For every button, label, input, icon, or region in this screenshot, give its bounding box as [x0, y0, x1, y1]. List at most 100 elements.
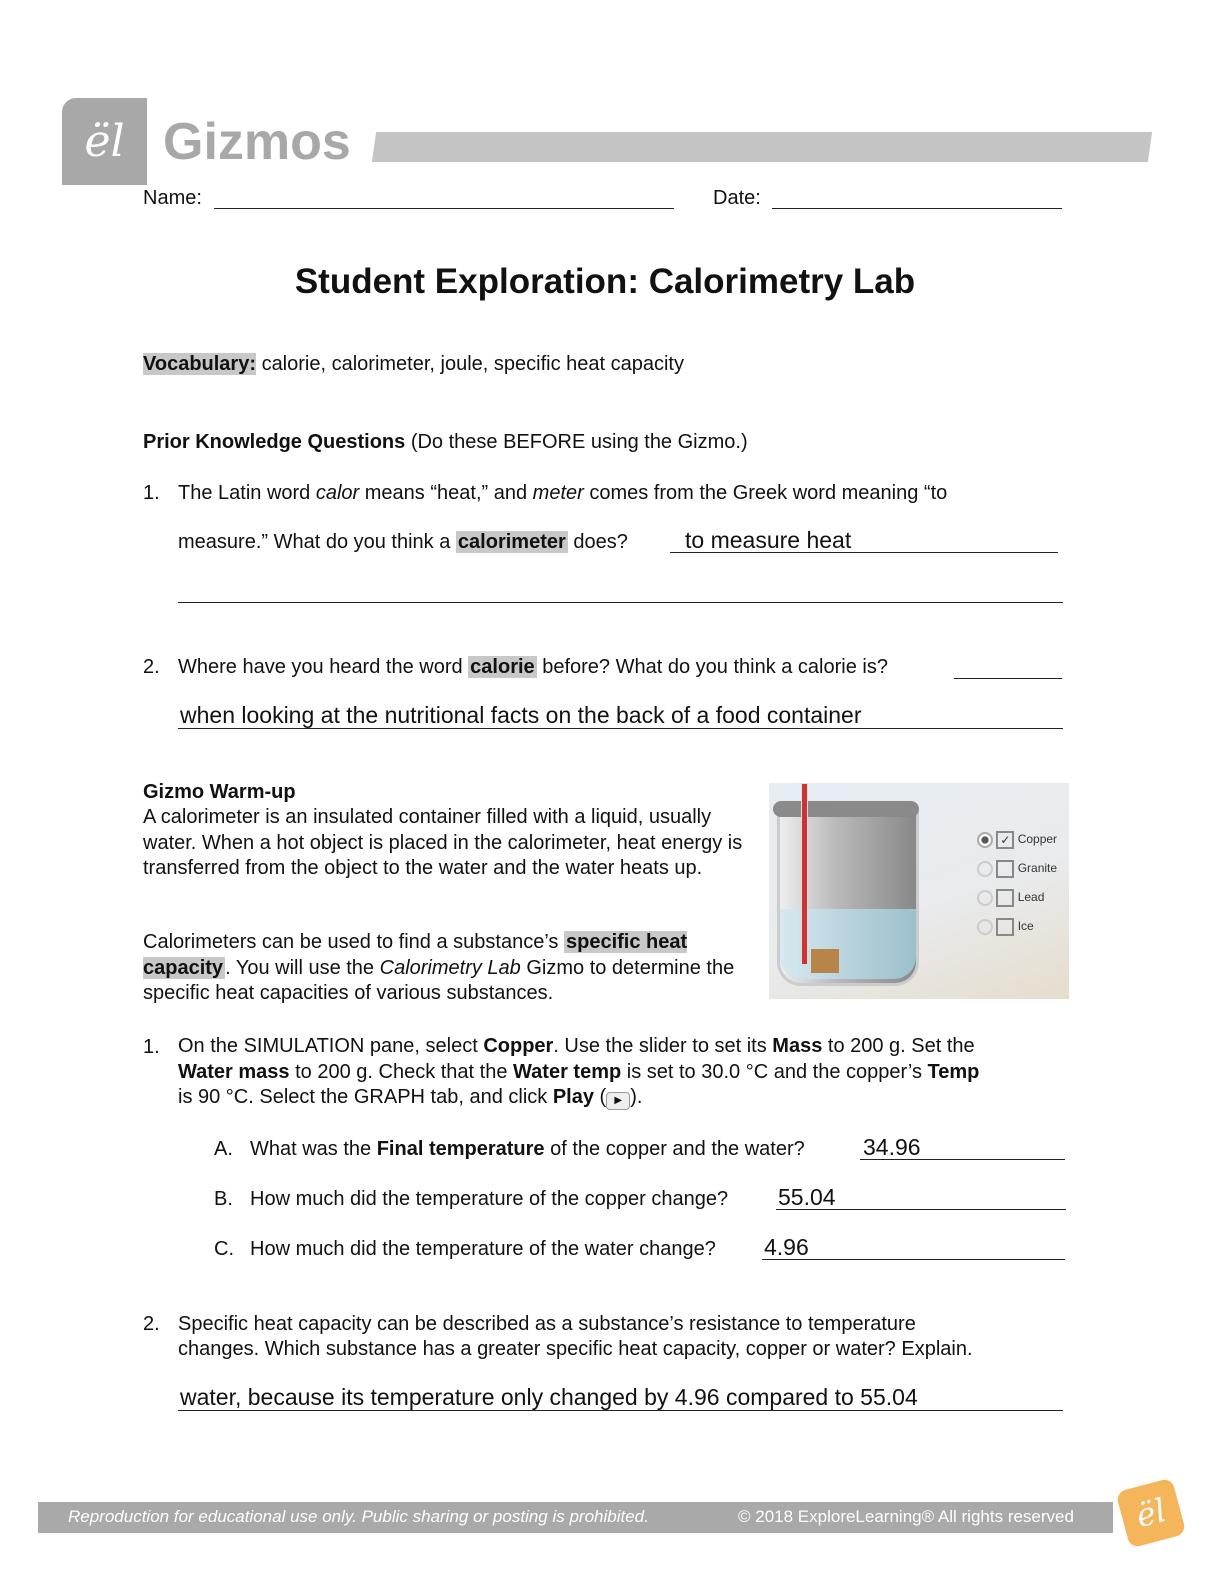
vocabulary-label: Vocabulary: — [143, 353, 256, 375]
text: of the copper and the water? — [544, 1138, 805, 1160]
q2-text-line2: changes. Which substance has a greater s… — [178, 1338, 973, 1360]
text: measure.” What do you think a — [178, 531, 456, 553]
text: Copper — [483, 1035, 554, 1057]
prior-q1-line2: measure.” What do you think a calorimete… — [178, 531, 628, 554]
answer-field-extra[interactable] — [178, 602, 1063, 603]
text: Where have you heard the word — [178, 656, 469, 678]
text: ( — [593, 1086, 607, 1108]
answer-field[interactable] — [776, 1209, 1066, 1210]
text: Calorimetry Lab — [379, 956, 521, 979]
gizmos-logo-tile: ël — [62, 98, 147, 185]
text: Calorimeters can be used to find a subst… — [143, 931, 564, 953]
warmup-paragraph-1: A calorimeter is an insulated container … — [143, 806, 743, 879]
part-letter: A. — [214, 1138, 233, 1160]
text: . You will use the — [225, 956, 380, 979]
section-note: (Do these BEFORE using the Gizmo.) — [410, 431, 748, 453]
part-letter: B. — [214, 1188, 233, 1210]
text: meter — [532, 482, 584, 504]
text: before? What do you think a calorie is? — [536, 656, 888, 678]
warmup-heading: Gizmo Warm-up — [143, 781, 296, 803]
calorimeter-simulation-image: ✓ Copper Granite Lead Ice — [769, 783, 1069, 999]
radio-icon[interactable] — [977, 918, 993, 935]
option-label: Ice — [1017, 919, 1034, 933]
question-number: 2. — [143, 656, 160, 678]
checkbox-icon[interactable] — [996, 888, 1015, 907]
text: means “heat,” and — [359, 482, 533, 504]
checkbox-checked-icon[interactable]: ✓ — [996, 830, 1015, 849]
text: The Latin word — [178, 482, 316, 504]
radio-icon[interactable] — [977, 889, 993, 906]
text: calor — [315, 482, 360, 504]
answer-field[interactable] — [670, 552, 1058, 553]
text: is set to 30.0 °C and the copper’s — [621, 1060, 928, 1083]
name-label: Name: — [143, 187, 202, 209]
answer-text: to measure heat — [685, 527, 852, 553]
question-number: 1. — [143, 1036, 160, 1058]
page-title: Student Exploration: Calorimetry Lab — [294, 262, 916, 301]
text: Gizmo to determine the specific heat cap… — [143, 956, 735, 1005]
q1-part-b: How much did the temperature of the copp… — [250, 1188, 729, 1210]
section-heading: Prior Knowledge Questions — [143, 431, 406, 453]
date-field[interactable] — [772, 208, 1062, 209]
text: to 200 g. Check that the — [289, 1060, 514, 1083]
text: Play — [552, 1086, 594, 1108]
q1-part-a: What was the Final temperature of the co… — [250, 1138, 805, 1161]
answer-text: when looking at the nutritional facts on… — [180, 702, 862, 728]
option-label: Granite — [1017, 861, 1058, 875]
calorimeter-lid — [773, 801, 919, 817]
checkbox-icon[interactable] — [996, 917, 1015, 936]
q2-text-line1: Specific heat capacity can be described … — [178, 1313, 916, 1335]
text: Water mass — [178, 1060, 290, 1083]
answer-text: 4.96 — [764, 1234, 809, 1260]
text: On the SIMULATION pane, select — [178, 1035, 484, 1057]
footer-disclaimer: Reproduction for educational use only. P… — [68, 1507, 649, 1526]
text: Temp — [927, 1060, 980, 1083]
q1-part-c: How much did the temperature of the wate… — [250, 1238, 716, 1260]
material-options: ✓ Copper Granite Lead Ice — [977, 825, 1057, 941]
warmup-paragraph-2: Calorimeters can be used to find a subst… — [143, 930, 743, 1007]
option-lead[interactable]: Lead — [977, 883, 1057, 912]
vocabulary: Vocabulary: calorie, calorimeter, joule,… — [143, 353, 684, 376]
q1-text: On the SIMULATION pane, select Copper. U… — [178, 1034, 1078, 1111]
footer-copyright: © 2018 ExploreLearning® All rights reser… — [738, 1507, 1074, 1526]
answer-text: 34.96 — [863, 1134, 921, 1160]
text: . Use the slider to set its — [553, 1035, 773, 1057]
question-number: 2. — [143, 1313, 160, 1335]
answer-text: 55.04 — [778, 1184, 836, 1210]
part-letter: C. — [214, 1238, 234, 1260]
text: Water temp — [513, 1060, 622, 1083]
play-icon: ▶ — [606, 1092, 631, 1110]
name-field[interactable] — [214, 208, 674, 209]
text: Mass — [772, 1035, 823, 1057]
question-number: 1. — [143, 482, 160, 504]
radio-icon[interactable] — [977, 860, 993, 877]
option-ice[interactable]: Ice — [977, 912, 1057, 941]
text: is 90 °C. Select the GRAPH tab, and clic… — [178, 1086, 553, 1108]
answer-field[interactable] — [762, 1259, 1065, 1260]
prior-q2-line: Where have you heard the word calorie be… — [178, 656, 888, 679]
radio-selected-icon[interactable] — [977, 831, 993, 848]
answer-field[interactable] — [178, 728, 1063, 729]
thermometer — [801, 783, 808, 965]
footer-bar — [38, 1502, 1113, 1533]
brand-name: Gizmos — [163, 113, 351, 171]
option-label: Copper — [1017, 832, 1058, 846]
option-copper[interactable]: ✓ Copper — [977, 825, 1057, 854]
option-granite[interactable]: Granite — [977, 854, 1057, 883]
prior-q1-line1: The Latin word calor means “heat,” and m… — [178, 482, 947, 505]
answer-field[interactable] — [954, 678, 1062, 679]
copper-block — [811, 949, 839, 973]
answer-text: water, because its temperature only chan… — [180, 1384, 918, 1410]
answer-field[interactable] — [860, 1159, 1065, 1160]
checkbox-icon[interactable] — [996, 859, 1015, 878]
answer-field[interactable] — [178, 1410, 1063, 1411]
text: ). — [630, 1086, 643, 1108]
prior-knowledge-heading: Prior Knowledge Questions (Do these BEFO… — [143, 431, 748, 454]
text: does? — [567, 531, 628, 553]
explorelearning-logo: ël — [1115, 1477, 1187, 1549]
date-label: Date: — [713, 187, 761, 209]
vocab-term: calorie — [468, 656, 537, 678]
vocabulary-terms: calorie, calorimeter, joule, specific he… — [261, 353, 684, 375]
header-bar — [371, 132, 1153, 162]
